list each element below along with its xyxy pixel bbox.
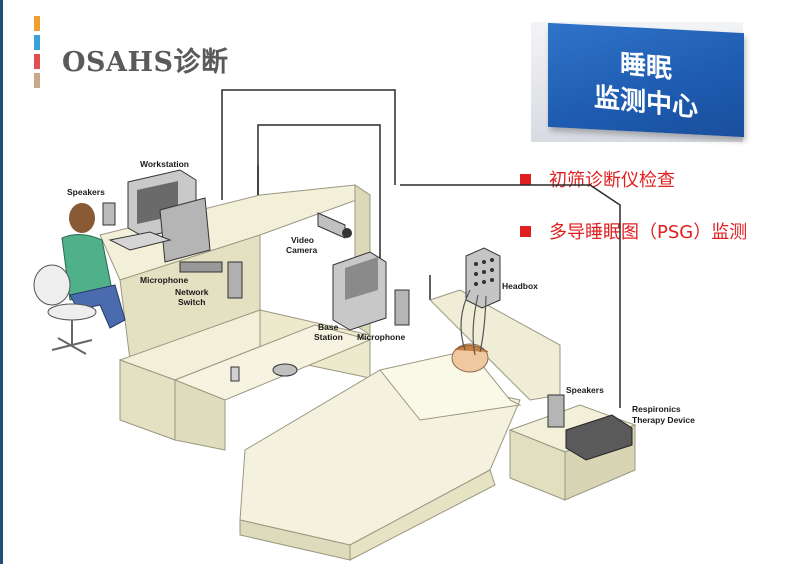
therapy-device <box>547 394 633 461</box>
label-base-2: Station <box>314 332 343 342</box>
bullet-item-psg: 多导睡眠图（PSG）监测 <box>520 218 747 244</box>
label-respironics-1: Respironics <box>632 404 681 414</box>
workstation-computer <box>102 169 243 299</box>
label-video-1: Video <box>291 235 314 245</box>
accent-bar-orange <box>34 16 40 31</box>
label-respironics-2: Therapy Device <box>632 415 695 425</box>
left-edge-strip <box>0 0 3 564</box>
label-base-1: Base <box>318 322 339 332</box>
accent-bar-red <box>34 54 40 69</box>
label-video-2: Camera <box>286 245 317 255</box>
technician-person <box>33 203 126 355</box>
label-microphone-right: Microphone <box>357 332 405 342</box>
label-workstation: Workstation <box>140 159 189 169</box>
label-network-2: Switch <box>178 297 205 307</box>
label-microphone-left: Microphone <box>140 275 188 285</box>
accent-bar-blue <box>34 35 40 50</box>
label-speakers-right: Speakers <box>566 385 604 395</box>
slide-title: OSAHS诊断 <box>62 47 229 78</box>
bullet-square-icon <box>520 173 531 185</box>
headbox-device <box>460 247 501 356</box>
label-headbox: Headbox <box>502 281 538 291</box>
base-station <box>230 251 410 382</box>
accent-bar-tan <box>34 73 40 88</box>
bullet-text: 多导睡眠图（PSG）监测 <box>549 222 748 243</box>
video-camera <box>317 212 352 239</box>
bed <box>239 289 561 561</box>
title-accent-bars <box>34 16 40 92</box>
label-network-1: Network <box>175 287 209 297</box>
diagram-labels: Workstation Speakers Microphone Network … <box>67 159 695 425</box>
label-speakers-left: Speakers <box>67 187 105 197</box>
bullet-square-icon <box>520 225 531 237</box>
